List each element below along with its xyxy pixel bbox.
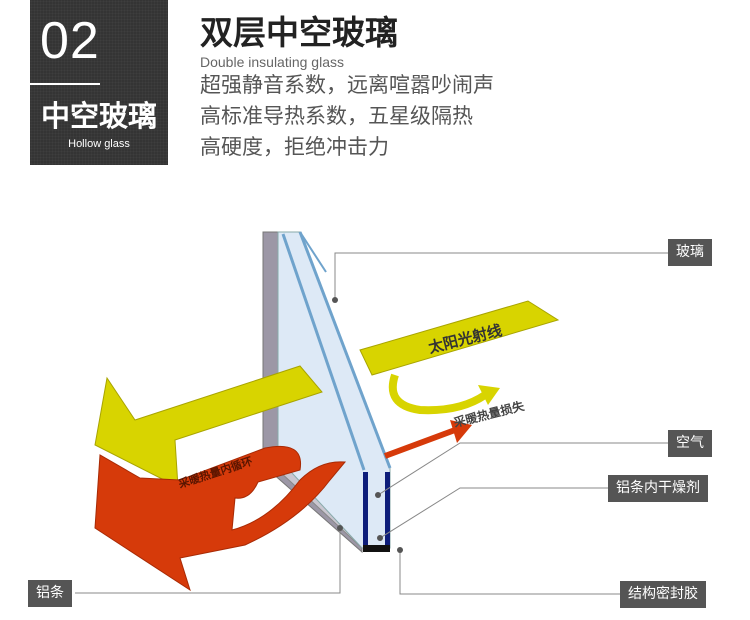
- label-glass: 玻璃: [668, 239, 712, 266]
- sunlight-arrow: [94, 365, 323, 488]
- glass-edge: [281, 233, 366, 471]
- heat-loss-arrow: [383, 427, 457, 459]
- glass-edge: [298, 231, 392, 469]
- page-title: 双层中空玻璃: [200, 13, 398, 52]
- badge-title: 中空玻璃: [40, 99, 157, 133]
- badge-subtitle: Hollow glass: [68, 138, 130, 150]
- glass-edge: [299, 231, 327, 273]
- feature-line: 高标准导热系数，五星级隔热: [200, 104, 473, 128]
- leader-dots: [332, 297, 403, 553]
- label-aluminum: 铝条: [28, 580, 72, 607]
- label-air: 空气: [668, 430, 712, 457]
- label-desiccant: 铝条内干燥剂: [608, 475, 708, 502]
- section-badge: 02 中空玻璃 Hollow glass: [30, 0, 168, 165]
- spacer-left: [363, 472, 368, 552]
- section-number: 02: [40, 12, 100, 70]
- spacer-right: [385, 472, 390, 552]
- heat-loss-arrowhead: [450, 420, 472, 443]
- leader-lines: [75, 252, 668, 595]
- feature-line: 超强静音系数，远离喧嚣吵闹声: [200, 73, 494, 97]
- label-sealant: 结构密封胶: [620, 581, 706, 608]
- heat-cycle-arrow: [94, 445, 347, 592]
- reflect-arrowhead: [478, 385, 500, 405]
- reflect-arrow: [388, 373, 488, 415]
- feature-line: 高硬度，拒绝冲击力: [200, 135, 389, 159]
- sealant: [363, 545, 390, 552]
- page-subtitle: Double insulating glass: [200, 54, 344, 70]
- divider: [30, 83, 100, 85]
- sunlight-arrow: [359, 300, 560, 376]
